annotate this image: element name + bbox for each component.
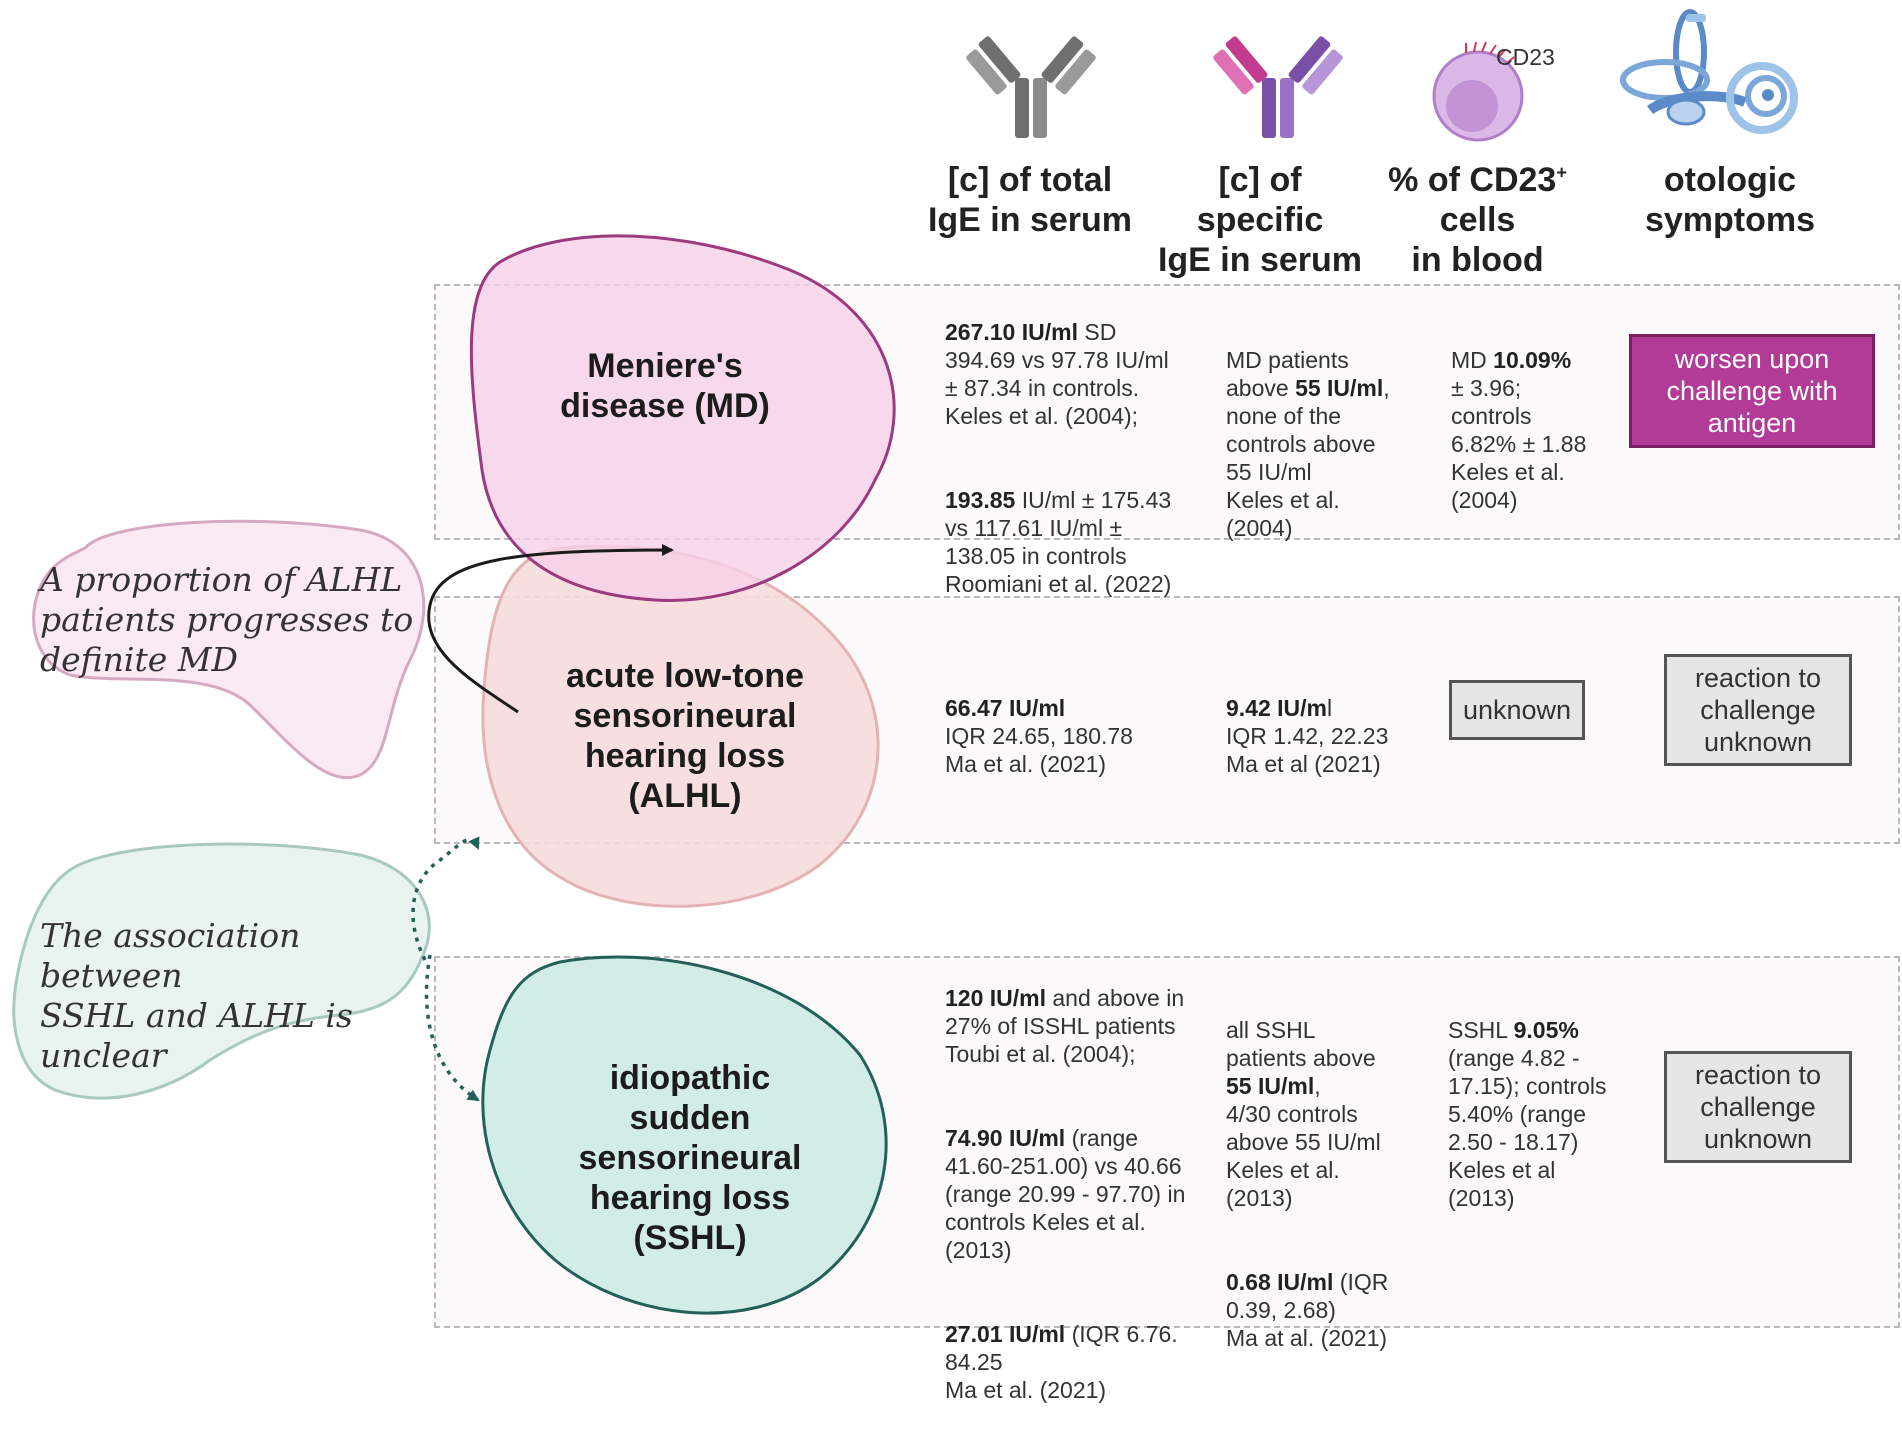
md-cd23-entry: MD 10.09% ± 3.96; controls 6.82% ± 1.88 … [1451,347,1587,513]
inner-ear-icon [1620,9,1798,134]
md-specific-ige-cell: MD patients above 55 IU/ml, none of the … [1226,318,1426,570]
sshl-total-ige-entry-3: 27.01 IU/ml (IQR 6.76. 84.25 Ma et al. (… [945,1321,1178,1403]
sshl-symptom-box: reaction to challenge unknown [1664,1051,1852,1163]
diagram-shapes [12,9,1798,1315]
progression-arrow [427,544,674,714]
sshl-total-ige-entry-2: 74.90 IU/ml (range 41.60-251.00) vs 40.6… [945,1125,1186,1263]
sshl-specific-ige-entry-1: all SSHL patients above 55 IU/ml, 4/30 c… [1226,1017,1381,1211]
md-total-ige-cell: 267.10 IU/ml SD 394.69 vs 97.78 IU/ml ± … [945,290,1205,626]
alhl-symptom-box: reaction to challenge unknown [1664,654,1852,766]
note-bubble-sshl-alhl [12,842,431,1100]
alhl-cd23-unknown-box: unknown [1449,680,1585,740]
md-specific-ige-entry: MD patients above 55 IU/ml, none of the … [1226,347,1390,541]
md-total-ige-entry-2: 193.85 IU/ml ± 175.43 vs 117.61 IU/ml ± … [945,487,1172,597]
md-symptom-box: worsen upon challenge with antigen [1629,334,1875,448]
sshl-cd23-entry: SSHL 9.05% (range 4.82 - 17.15); control… [1448,1017,1607,1211]
md-cd23-cell: MD 10.09% ± 3.96; controls 6.82% ± 1.88 … [1451,318,1631,542]
association-arrow-up [411,836,480,961]
cd23-icon-label: CD23 [1496,44,1555,70]
alhl-total-ige-cell: 66.47 IU/ml IQR 24.65, 180.78 Ma et al. … [945,666,1205,806]
alhl-total-ige-entry: 66.47 IU/ml IQR 24.65, 180.78 Ma et al. … [945,695,1133,777]
header-cd23-cells: % of CD23+ cells in blood [1388,161,1567,279]
specific-ige-antibody-icon [1213,36,1343,138]
total-ige-antibody-icon [966,36,1096,138]
sshl-blob [481,955,888,1315]
md-total-ige-entry-1: 267.10 IU/ml SD 394.69 vs 97.78 IU/ml ± … [945,319,1169,429]
sshl-specific-ige-cell: all SSHL patients above 55 IU/ml, 4/30 c… [1226,988,1426,1380]
alhl-specific-ige-entry: 9.42 IU/ml IQR 1.42, 22.23 Ma et al (202… [1226,695,1389,777]
sshl-total-ige-cell: 120 IU/ml and above in 27% of ISSHL pati… [945,956,1215,1432]
cd23-cell-icon [1432,41,1524,142]
sshl-total-ige-entry-1: 120 IU/ml and above in 27% of ISSHL pati… [945,985,1185,1067]
md-blob [469,234,896,602]
sshl-specific-ige-entry-2: 0.68 IU/ml (IQR 0.39, 2.68) Ma at al. (2… [1226,1269,1389,1351]
alhl-specific-ige-cell: 9.42 IU/ml IQR 1.42, 22.23 Ma et al (202… [1226,666,1426,806]
note-bubble-alhl-md [32,519,426,779]
sshl-cd23-cell: SSHL 9.05% (range 4.82 - 17.15); control… [1448,988,1638,1240]
association-arrow-down [424,954,480,1102]
